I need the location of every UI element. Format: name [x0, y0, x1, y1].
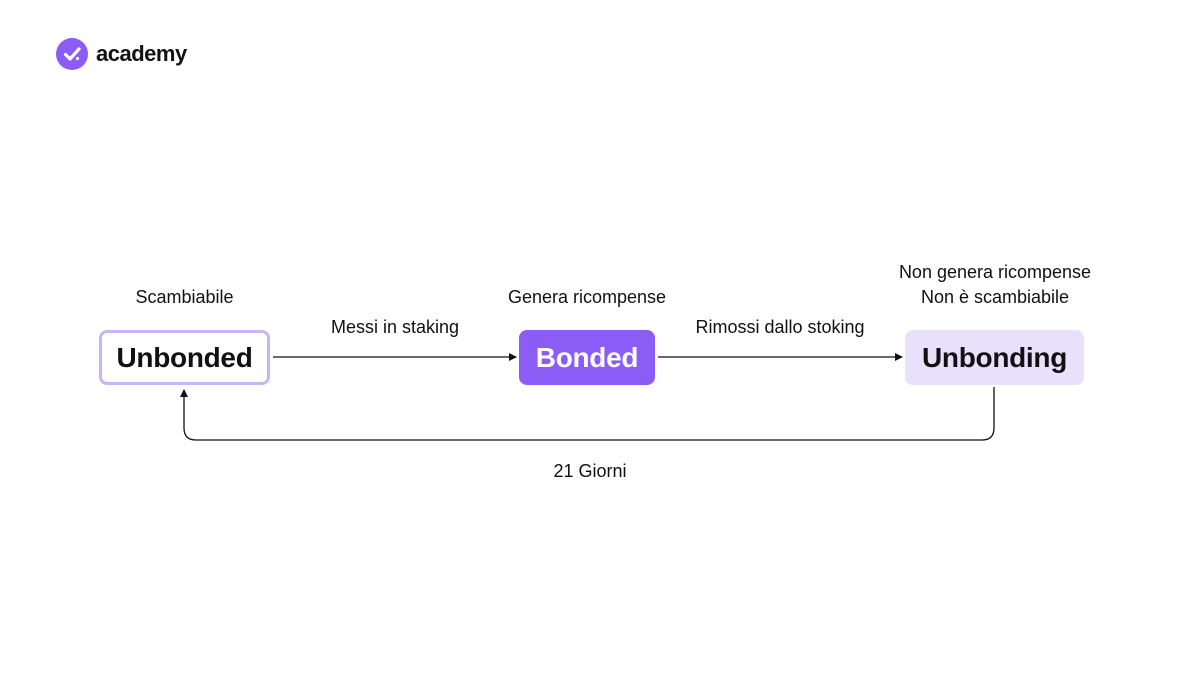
unbonding-note-line1: Non genera ricompense — [898, 262, 1092, 282]
transition-label-staking: Messi in staking — [330, 317, 460, 337]
check-badge-icon — [56, 38, 88, 70]
state-unbonding: Unbonding — [905, 330, 1084, 385]
transition-label-unstaking: Rimossi dallo stoking — [695, 317, 865, 337]
unbonding-note-line2: Non è scambiabile — [920, 287, 1070, 307]
state-unbonding-label: Unbonding — [921, 341, 1068, 373]
bonded-note: Genera ricompense — [507, 287, 667, 307]
state-unbonded: Unbonded — [99, 330, 270, 385]
brand-name: academy — [96, 41, 187, 66]
arrow-unbonding-to-unbonded — [180, 387, 995, 441]
state-unbonded-label: Unbonded — [116, 341, 253, 373]
brand: academy — [56, 38, 187, 70]
state-bonded-label: Bonded — [535, 341, 639, 373]
unbonded-note: Scambiabile — [135, 287, 234, 307]
state-bonded: Bonded — [519, 330, 655, 385]
transition-label-days: 21 Giorni — [553, 461, 627, 481]
